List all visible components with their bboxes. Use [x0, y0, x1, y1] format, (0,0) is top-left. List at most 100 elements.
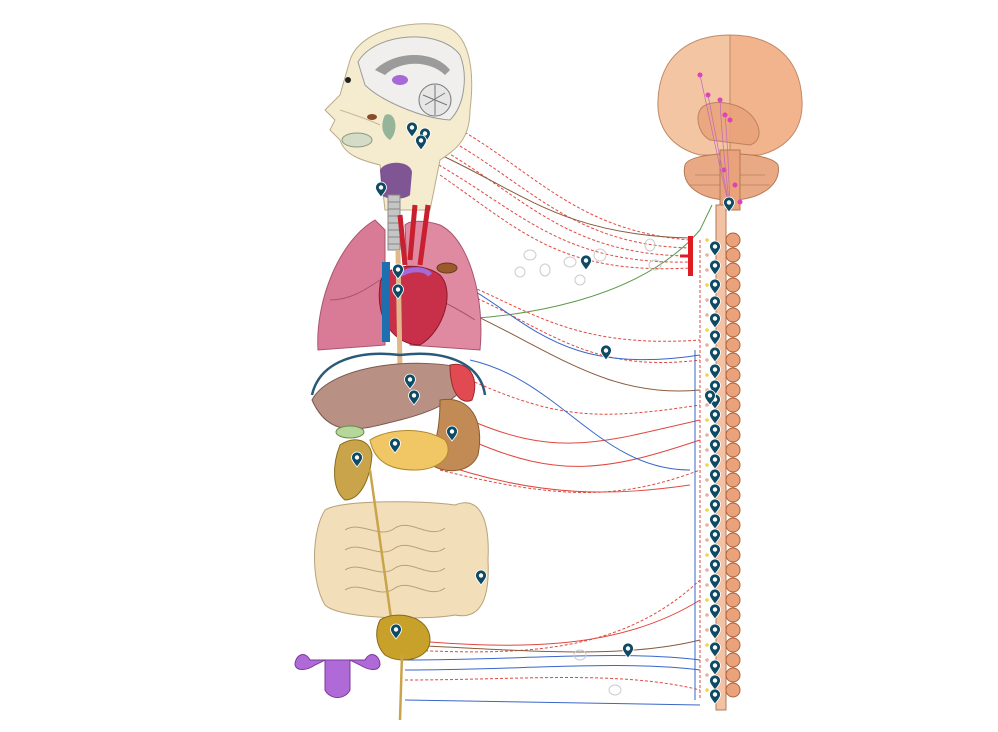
- ureter: [368, 469, 394, 626]
- vertebra: [725, 622, 741, 638]
- nerve-head-sympathetic-5: [439, 174, 691, 270]
- location-pin-icon[interactable]: [709, 468, 721, 485]
- vertebra: [725, 397, 741, 413]
- vertebra: [725, 262, 741, 278]
- vertebra: [725, 322, 741, 338]
- diaphragm: [310, 352, 487, 396]
- sympathetic-ganglion: [705, 508, 709, 512]
- location-pin-icon[interactable]: [709, 623, 721, 640]
- location-pin-icon[interactable]: [709, 312, 721, 329]
- sympathetic-ganglion: [705, 253, 709, 257]
- location-pin-icon[interactable]: [406, 121, 418, 138]
- vertebra: [725, 652, 741, 668]
- location-pin-icon[interactable]: [390, 623, 402, 640]
- vertebra: [725, 682, 741, 698]
- location-pin-icon[interactable]: [709, 641, 721, 658]
- spinal-cord-icon: [705, 204, 741, 711]
- sympathetic-ganglion: [705, 538, 709, 542]
- sympathetic-ganglion: [705, 643, 709, 647]
- vertebra: [725, 502, 741, 518]
- location-pin-icon[interactable]: [709, 688, 721, 705]
- vertebra: [725, 337, 741, 353]
- location-pin-icon[interactable]: [709, 346, 721, 363]
- corpus-callosum: [375, 55, 450, 75]
- nerve-liver-sympathetic: [469, 379, 701, 415]
- sympathetic-ganglion: [705, 313, 709, 317]
- brain-icon: [657, 34, 803, 211]
- trachea-rings: [388, 201, 400, 245]
- sympathetic-ganglion: [705, 583, 709, 587]
- head-sagittal-icon: [324, 23, 473, 251]
- sympathetic-ganglion: [705, 298, 709, 302]
- location-pin-icon[interactable]: [709, 588, 721, 605]
- location-pin-icon[interactable]: [709, 423, 721, 440]
- vertebra: [725, 277, 741, 293]
- location-pin-icon[interactable]: [392, 263, 404, 280]
- thyroid-icon: [380, 162, 412, 199]
- gallbladder-icon: [334, 425, 373, 501]
- sympathetic-ganglion: [705, 628, 709, 632]
- location-pin-icon[interactable]: [709, 329, 721, 346]
- sympathetic-ganglion: [705, 658, 709, 662]
- cerebellum-folds: [422, 85, 448, 115]
- vertebra: [725, 517, 741, 533]
- nerve-gut-sympathetic: [429, 459, 691, 493]
- location-pin-icon[interactable]: [389, 437, 401, 454]
- location-pin-icon[interactable]: [404, 373, 416, 390]
- uterus: [294, 654, 381, 698]
- bladder: [376, 614, 431, 661]
- location-pin-icon[interactable]: [415, 134, 427, 151]
- vertebra: [725, 487, 741, 503]
- location-pin-icon[interactable]: [580, 254, 592, 271]
- sympathetic-ganglion: [705, 433, 709, 437]
- location-pin-icon[interactable]: [622, 642, 634, 659]
- location-pin-icon[interactable]: [709, 528, 721, 545]
- location-pin-icon[interactable]: [375, 181, 387, 198]
- location-pin-icon[interactable]: [709, 659, 721, 676]
- location-pin-icon[interactable]: [704, 389, 716, 406]
- location-pin-icon[interactable]: [408, 389, 420, 406]
- location-pin-icon[interactable]: [709, 483, 721, 500]
- location-pin-icon[interactable]: [709, 438, 721, 455]
- location-pin-icon[interactable]: [351, 451, 363, 468]
- nerve-pelvic-2: [404, 579, 701, 653]
- vertebra: [725, 292, 741, 308]
- location-pin-icon[interactable]: [446, 425, 458, 442]
- location-pin-icon[interactable]: [709, 295, 721, 312]
- vertebra: [725, 232, 741, 248]
- sympathetic-ganglion: [705, 448, 709, 452]
- location-pin-icon[interactable]: [709, 543, 721, 560]
- location-pin-icon[interactable]: [709, 453, 721, 470]
- location-pin-icon[interactable]: [709, 408, 721, 425]
- bladder-icon: [376, 614, 431, 721]
- sympathetic-ganglion-chest: [436, 262, 458, 274]
- vertebra: [725, 442, 741, 458]
- location-pin-icon[interactable]: [600, 344, 612, 361]
- nerve-abdomen-parasympathetic: [469, 359, 691, 471]
- sympathetic-ganglion: [705, 613, 709, 617]
- vertebra: [725, 307, 741, 323]
- vertebra: [725, 577, 741, 593]
- sympathetic-ganglion: [705, 493, 709, 497]
- location-pin-icon[interactable]: [709, 573, 721, 590]
- vertebra: [725, 352, 741, 368]
- location-pin-icon[interactable]: [709, 278, 721, 295]
- location-pin-icon[interactable]: [709, 513, 721, 530]
- location-pin-icon[interactable]: [709, 603, 721, 620]
- nasal-cavity: [339, 109, 381, 126]
- location-pin-icon[interactable]: [709, 498, 721, 515]
- location-pin-icon[interactable]: [392, 283, 404, 300]
- location-pin-icon[interactable]: [709, 363, 721, 380]
- location-pin-icon[interactable]: [709, 674, 721, 691]
- vertebra: [725, 382, 741, 398]
- location-pin-icon[interactable]: [475, 569, 487, 586]
- location-pin-icon[interactable]: [709, 259, 721, 276]
- location-pin-icon[interactable]: [723, 196, 735, 213]
- intestines-icon: [314, 501, 489, 619]
- vertebra: [725, 532, 741, 548]
- eye: [345, 77, 351, 83]
- uterus-icon: [294, 654, 381, 698]
- location-pin-icon[interactable]: [709, 240, 721, 257]
- sympathetic-ganglion: [705, 328, 709, 332]
- location-pin-icon[interactable]: [709, 558, 721, 575]
